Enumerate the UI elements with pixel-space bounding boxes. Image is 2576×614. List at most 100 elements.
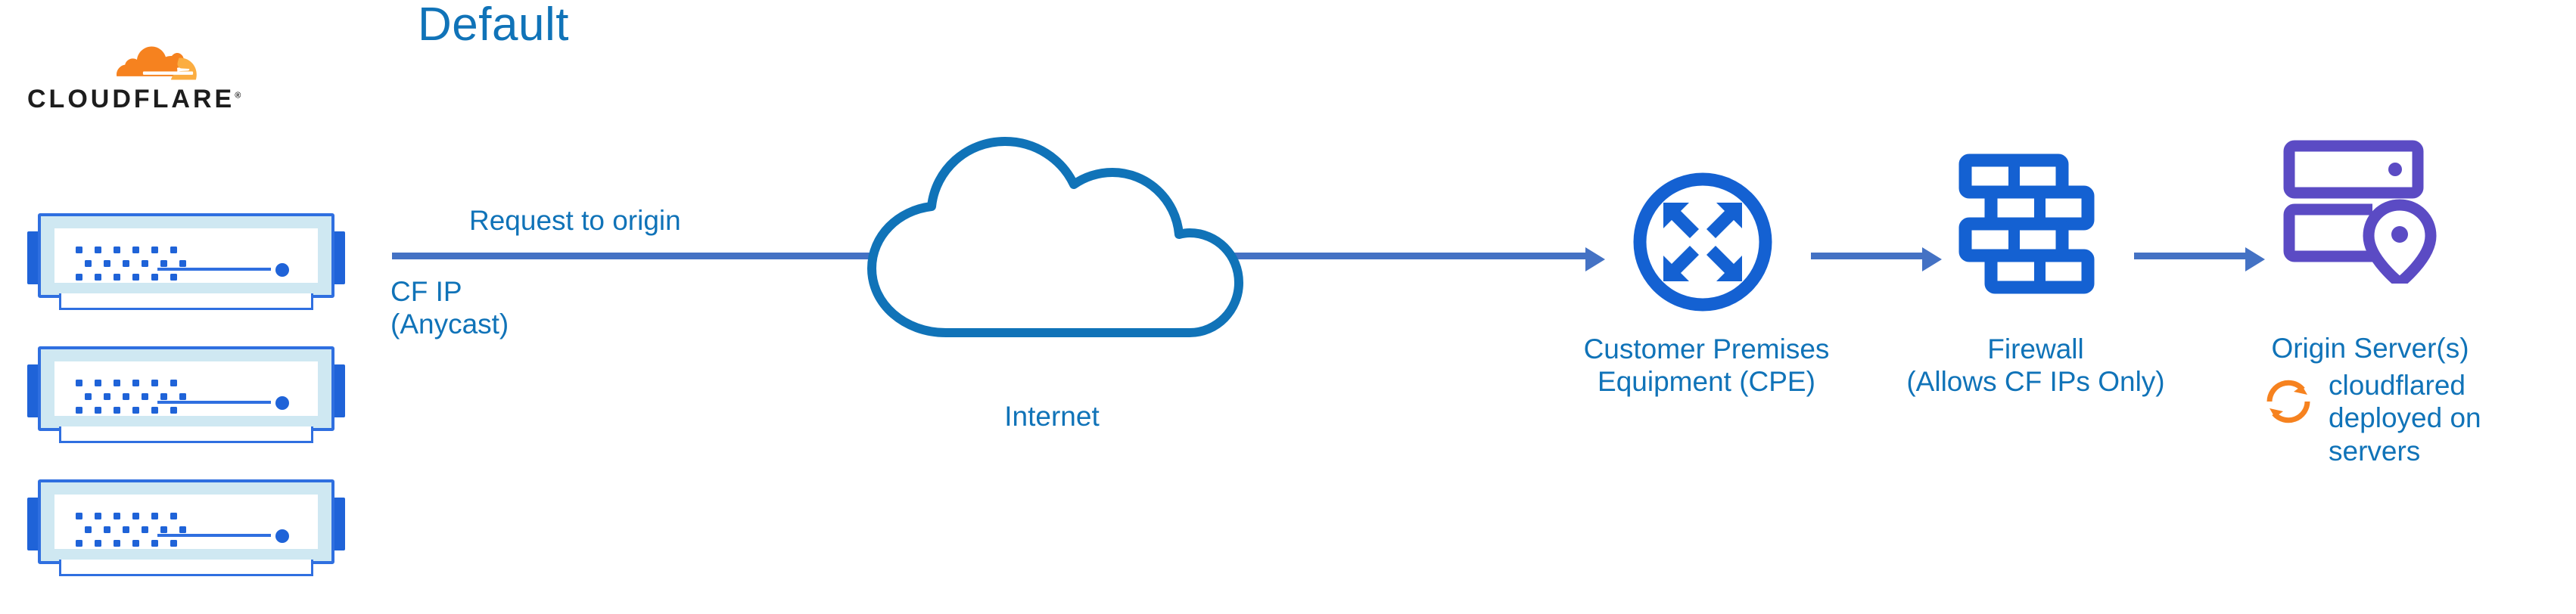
rack-vent-dot xyxy=(132,540,139,547)
rack-vent-dot xyxy=(132,247,139,253)
rack-faceplate xyxy=(54,228,318,283)
rack-vent-grid xyxy=(76,247,197,284)
firewall-label-line-1: Firewall xyxy=(1987,333,2084,364)
rack-vent-dot xyxy=(76,407,82,414)
rack-vent-dot xyxy=(151,274,158,281)
cpe-to-firewall-arrow-head-icon xyxy=(1922,247,1942,271)
rack-vent-dot xyxy=(160,260,167,267)
rack-vent-dot xyxy=(95,407,101,414)
rack-vent-dot xyxy=(132,513,139,519)
firewall-to-origin-arrow-line xyxy=(2134,253,2249,259)
rack-vent-dot xyxy=(95,540,101,547)
rack-vent-dot xyxy=(85,526,92,533)
rack-shell xyxy=(38,479,334,564)
rack-led-icon xyxy=(275,263,289,277)
cloudflare-edge-server-rack xyxy=(27,213,345,310)
rack-status-line xyxy=(157,401,271,404)
rack-vent-dot xyxy=(95,513,101,519)
brick-wall-icon xyxy=(1956,150,2108,305)
rack-vent-dot xyxy=(151,407,158,414)
rack-vent-dot xyxy=(151,380,158,386)
rack-status-line xyxy=(157,534,271,537)
cloudflared-line-2: deployed on xyxy=(2329,402,2481,434)
rack-led-icon xyxy=(275,529,289,543)
origin-server-node xyxy=(2282,140,2456,289)
rack-vent-dot xyxy=(114,380,120,386)
rack-vent-grid xyxy=(76,513,197,550)
cloudflared-line-1: cloudflared xyxy=(2329,370,2466,401)
rack-base xyxy=(59,426,313,443)
cloudflare-logo: CLOUDFLARE® xyxy=(27,39,241,221)
cpe-to-firewall-arrow-line xyxy=(1811,253,1926,259)
rack-vent-dot xyxy=(151,513,158,519)
sync-arrows-icon xyxy=(2259,372,2318,431)
rack-vent-dot xyxy=(85,393,92,400)
rack-faceplate xyxy=(54,361,318,416)
cloudflared-line-3: servers xyxy=(2329,435,2421,467)
rack-vent-dot xyxy=(114,540,120,547)
cloudflare-cloud-logo-icon xyxy=(89,39,203,86)
rack-vent-dot xyxy=(179,393,186,400)
rack-vent-dot xyxy=(123,526,129,533)
rack-vent-dot xyxy=(104,393,110,400)
rack-vent-dot xyxy=(123,393,129,400)
rack-faceplate xyxy=(54,495,318,549)
rack-vent-dot xyxy=(160,526,167,533)
cloudflare-wordmark-text: CLOUDFLARE xyxy=(27,85,235,113)
rack-vent-dot xyxy=(179,260,186,267)
rack-vent-dot xyxy=(114,407,120,414)
internet-label: Internet xyxy=(1004,401,1100,432)
rack-vent-dot xyxy=(95,247,101,253)
rack-vent-dot xyxy=(170,274,177,281)
diagram-title: Default xyxy=(418,0,569,51)
rack-base xyxy=(59,293,313,310)
rack-base xyxy=(59,560,313,576)
rack-vent-dot xyxy=(76,274,82,281)
rack-vent-dot xyxy=(179,526,186,533)
server-stack-location-pin-icon xyxy=(2282,140,2456,289)
rack-led-icon xyxy=(275,396,289,410)
rack-vent-dot xyxy=(95,380,101,386)
origin-server-label: Origin Server(s) xyxy=(2271,333,2469,364)
rack-vent-dot xyxy=(170,407,177,414)
cloudflare-edge-server-rack xyxy=(27,479,345,576)
rack-vent-dot xyxy=(170,540,177,547)
request-arrow-head-icon xyxy=(1585,247,1605,271)
rack-vent-dot xyxy=(132,380,139,386)
rack-vent-dot xyxy=(76,247,82,253)
rack-vent-dot xyxy=(132,274,139,281)
router-four-arrows-icon xyxy=(1627,166,1778,318)
rack-vent-dot xyxy=(95,274,101,281)
rack-vent-dot xyxy=(151,247,158,253)
rack-vent-dot xyxy=(132,407,139,414)
rack-vent-grid xyxy=(76,380,197,417)
registered-trademark-icon: ® xyxy=(235,91,241,101)
internet-node: Internet xyxy=(832,106,1271,432)
cloud-icon xyxy=(832,106,1271,340)
rack-vent-dot xyxy=(76,513,82,519)
cloudflare-wordmark: CLOUDFLARE® xyxy=(27,85,241,114)
cpe-label: Customer Premises Equipment (CPE) xyxy=(1548,333,1865,398)
cloudflared-text: cloudflared deployed on servers xyxy=(2329,369,2556,467)
cf-ip-line-2: (Anycast) xyxy=(390,309,509,340)
rack-vent-dot xyxy=(142,260,148,267)
cpe-node xyxy=(1612,166,1794,340)
rack-vent-dot xyxy=(76,540,82,547)
firewall-to-origin-arrow-head-icon xyxy=(2245,247,2265,271)
rack-vent-dot xyxy=(170,380,177,386)
firewall-label: Firewall (Allows CF IPs Only) xyxy=(1884,333,2187,398)
cpe-label-line-2: Equipment (CPE) xyxy=(1598,366,1815,398)
rack-shell xyxy=(38,213,334,298)
rack-vent-dot xyxy=(160,393,167,400)
firewall-label-line-2: (Allows CF IPs Only) xyxy=(1906,366,2165,398)
rack-vent-dot xyxy=(114,247,120,253)
rack-vent-dot xyxy=(170,513,177,519)
rack-vent-dot xyxy=(114,513,120,519)
rack-status-line xyxy=(157,268,271,271)
rack-vent-dot xyxy=(123,260,129,267)
rack-vent-dot xyxy=(104,526,110,533)
rack-vent-dot xyxy=(85,260,92,267)
rack-vent-dot xyxy=(151,540,158,547)
cf-ip-anycast-label: CF IP (Anycast) xyxy=(390,275,509,341)
